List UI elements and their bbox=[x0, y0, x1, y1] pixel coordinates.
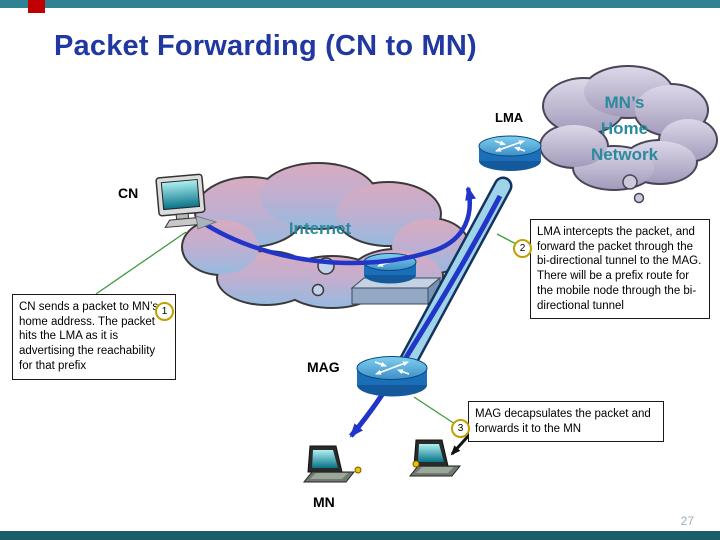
internet-router-icon bbox=[363, 253, 417, 284]
internet-label: Internet bbox=[288, 219, 352, 238]
arrow-tunnel-to-mn bbox=[349, 194, 503, 438]
top-accent-bar bbox=[0, 0, 720, 8]
mag-label: MAG bbox=[307, 359, 340, 375]
callout-1: CN sends a packet to MN’s home address. … bbox=[12, 294, 176, 380]
arrow-cn-to-lma bbox=[194, 186, 476, 266]
callout-2: LMA intercepts the packet, and forward t… bbox=[530, 219, 710, 320]
home-network-label: MN’s Home Network bbox=[590, 93, 659, 164]
bottom-accent-bar bbox=[0, 531, 720, 540]
callout-3-text: MAG decapsulates the packet and forwards… bbox=[475, 408, 651, 435]
cn-computer-icon bbox=[155, 173, 206, 229]
arrow-start-wedge bbox=[195, 215, 218, 230]
step-1-badge: 1 bbox=[155, 302, 174, 321]
slide-title: Packet Forwarding (CN to MN) bbox=[54, 30, 477, 62]
page-number: 27 bbox=[680, 514, 694, 528]
mn-label: MN bbox=[313, 494, 335, 510]
callout-3: MAG decapsulates the packet and forwards… bbox=[468, 401, 664, 443]
red-accent-square bbox=[28, 0, 45, 13]
cursor-arrow-icon bbox=[450, 432, 472, 456]
cn-label: CN bbox=[118, 185, 139, 201]
mn-laptop-2-icon bbox=[408, 439, 462, 477]
step-2-badge: 2 bbox=[513, 239, 532, 258]
lma-router-icon bbox=[478, 135, 542, 171]
home-network-cloud bbox=[539, 65, 718, 204]
mag-router-icon bbox=[356, 356, 428, 397]
step-3-badge: 3 bbox=[451, 419, 470, 438]
callout-1-text: CN sends a packet to MN’s home address. … bbox=[19, 301, 159, 372]
lma-label: LMA bbox=[495, 110, 524, 125]
callout-2-text: LMA intercepts the packet, and forward t… bbox=[537, 226, 702, 312]
mn-laptop-icon bbox=[302, 445, 362, 483]
